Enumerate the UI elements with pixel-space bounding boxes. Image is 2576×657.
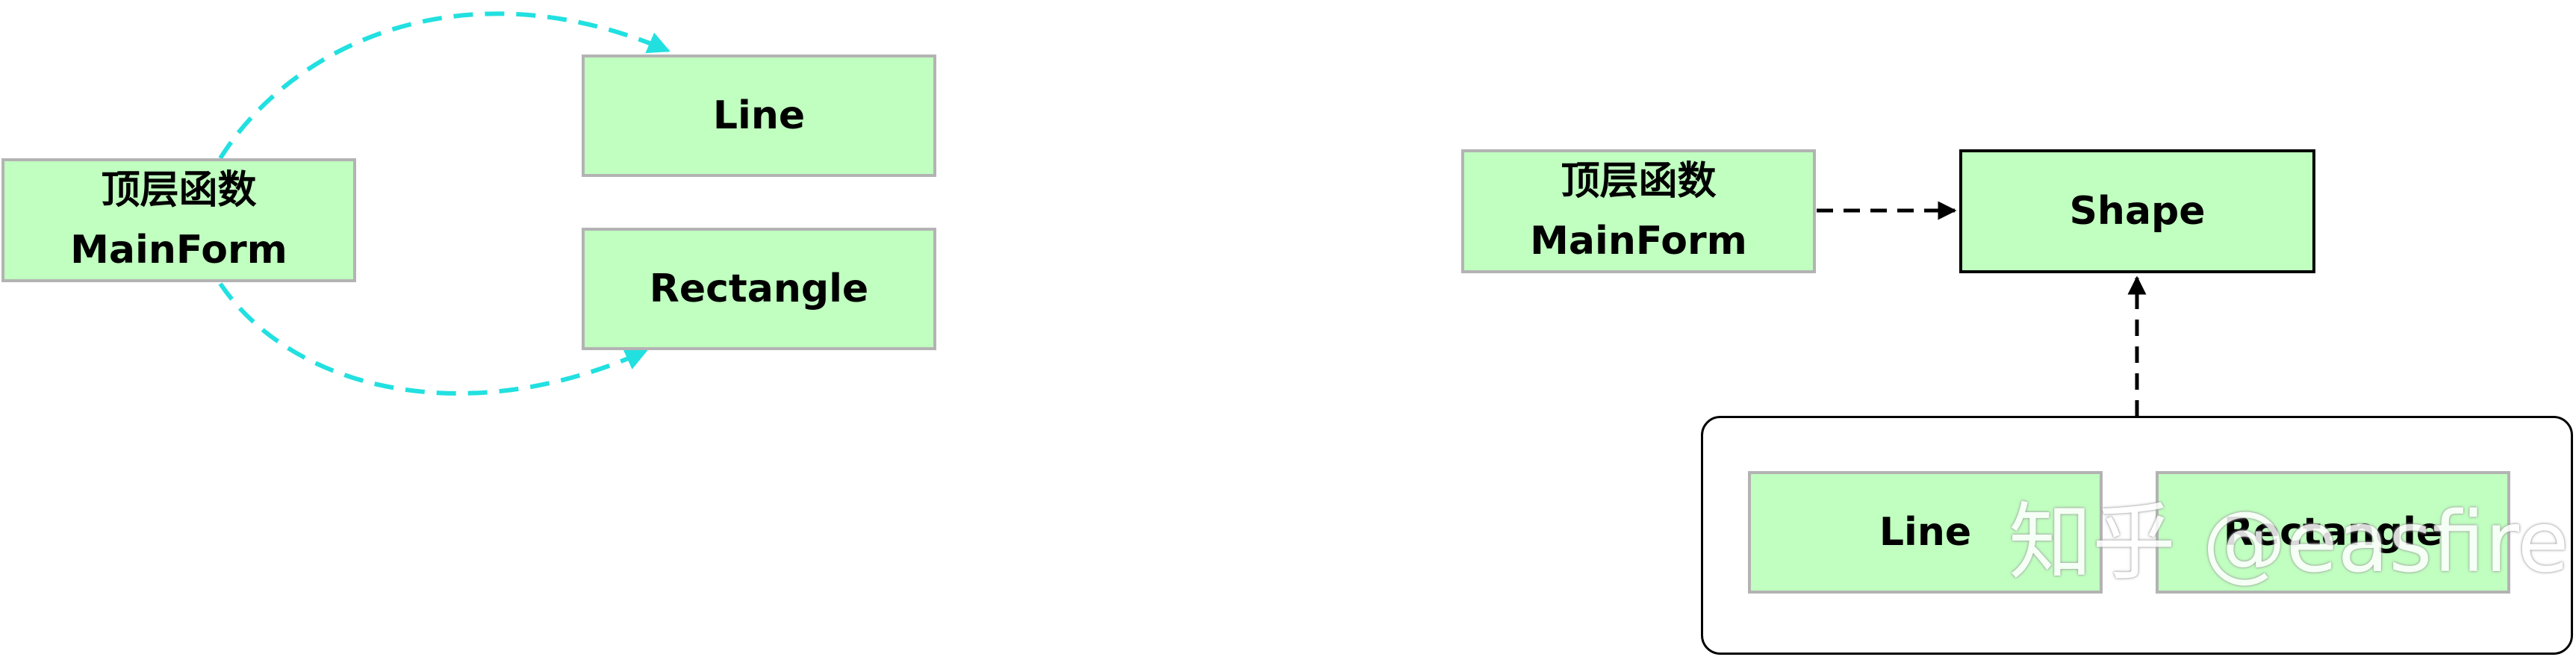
edge-mainform-to-line	[218, 11, 671, 160]
node-right-mainform-line2: MainForm	[1530, 219, 1747, 264]
group-container	[1701, 416, 2573, 655]
node-left-line-label: Line	[712, 93, 806, 138]
node-right-shape: Shape	[1959, 149, 2315, 273]
node-right-rectangle-label: Rectangle	[2223, 510, 2443, 555]
node-left-line: Line	[582, 55, 936, 177]
node-right-mainform-line1: 顶层函数	[1561, 159, 1717, 204]
node-right-line: Line	[1748, 471, 2103, 594]
node-right-shape-label: Shape	[2069, 189, 2206, 234]
node-right-mainform: 顶层函数 MainForm	[1461, 149, 1816, 273]
edge-mainform-to-rectangle	[218, 282, 648, 396]
node-right-rectangle: Rectangle	[2156, 471, 2510, 594]
watermark: 知乎 @easfire	[2009, 494, 2569, 591]
node-left-mainform-line1: 顶层函数	[101, 168, 257, 213]
node-left-rectangle-label: Rectangle	[649, 267, 869, 311]
node-left-rectangle: Rectangle	[582, 228, 936, 350]
node-right-line-label: Line	[1879, 510, 1972, 555]
node-left-mainform: 顶层函数 MainForm	[1, 158, 356, 282]
node-left-mainform-line2: MainForm	[70, 228, 287, 273]
